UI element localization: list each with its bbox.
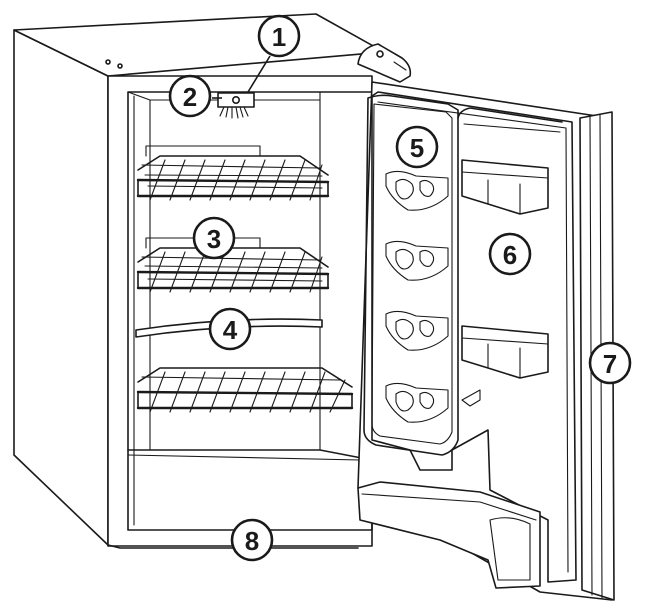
door-shelves [457,107,563,407]
callout-5-label: 5 [410,133,424,163]
callout-7-label: 7 [603,349,617,379]
callout-4: 4 [208,307,252,351]
callout-1: 1 [257,14,301,58]
shelf-divider [135,318,323,338]
callout-8: 8 [230,518,274,562]
callout-2-label: 2 [183,82,197,112]
door-hinge [357,43,412,83]
callout-8-label: 8 [245,526,259,556]
bottle-rack [363,94,459,456]
callout-6: 6 [488,232,532,276]
callout-5: 5 [395,125,439,169]
callout-4-label: 4 [223,315,238,345]
interior-light [217,92,255,119]
wire-shelf-bottom [136,367,354,413]
callout-7: 7 [588,341,632,385]
leader-1 [247,55,271,93]
callout-6-label: 6 [503,240,517,270]
door-bottom-bin [357,481,541,589]
callout-1-label: 1 [272,22,286,52]
wire-shelf-top [136,145,330,201]
callout-3-label: 3 [207,224,221,254]
callout-2: 2 [168,74,212,118]
callout-3: 3 [192,216,236,260]
